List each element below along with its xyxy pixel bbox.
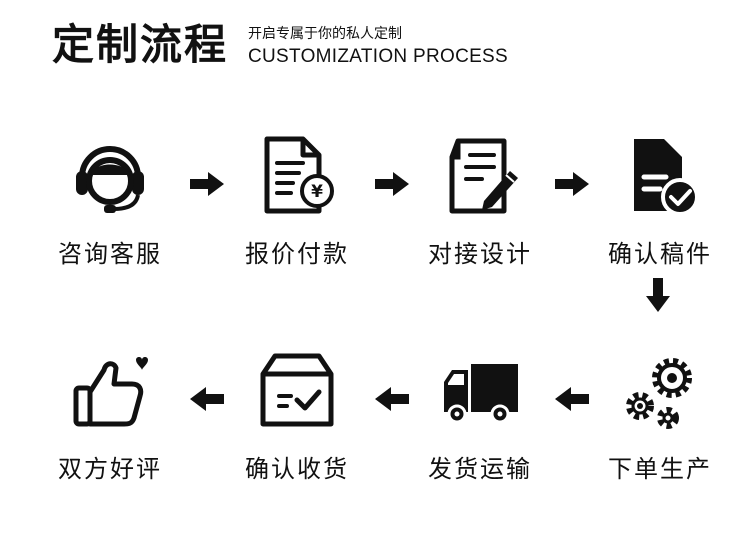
page-subtitle-english: CUSTOMIZATION PROCESS [248, 46, 509, 67]
gears-icon [620, 350, 700, 430]
page-title: 定制流程 [52, 20, 229, 69]
quote-document-yen-icon: ¥ [257, 135, 337, 215]
arrow-down-icon [646, 278, 670, 312]
step-label: 下单生产 [608, 455, 712, 483]
step-label: 咨询客服 [58, 240, 162, 268]
step-place-order-production: 下单生产 [585, 350, 735, 500]
design-document-pen-icon [440, 135, 520, 215]
arrow-left-icon [190, 387, 224, 411]
step-design-docking: 对接设计 [405, 135, 555, 285]
package-box-check-icon [257, 350, 337, 430]
step-confirm-draft: 确认稿件 [585, 135, 735, 285]
svg-text:¥: ¥ [311, 182, 323, 202]
thumbs-up-heart-icon [70, 350, 150, 430]
delivery-truck-icon [440, 350, 520, 430]
step-label: 报价付款 [245, 240, 349, 268]
arrow-right-icon [190, 172, 224, 196]
step-label: 对接设计 [428, 240, 532, 268]
step-consult-customer-service: 咨询客服 [35, 135, 185, 285]
step-label: 确认收货 [245, 455, 349, 483]
step-quote-payment: ¥ 报价付款 [222, 135, 372, 285]
arrow-right-icon [555, 172, 589, 196]
step-label: 发货运输 [428, 455, 532, 483]
step-label: 确认稿件 [608, 240, 712, 268]
draft-document-check-icon [620, 135, 700, 215]
step-confirm-receipt: 确认收货 [222, 350, 372, 500]
arrow-left-icon [375, 387, 409, 411]
arrow-right-icon [375, 172, 409, 196]
step-shipping-transport: 发货运输 [405, 350, 555, 500]
page-subtitle-chinese: 开启专属于你的私人定制 [248, 26, 402, 42]
arrow-left-icon [555, 387, 589, 411]
step-mutual-praise: 双方好评 [35, 350, 185, 500]
step-label: 双方好评 [58, 455, 162, 483]
customer-service-headset-icon [70, 135, 150, 215]
